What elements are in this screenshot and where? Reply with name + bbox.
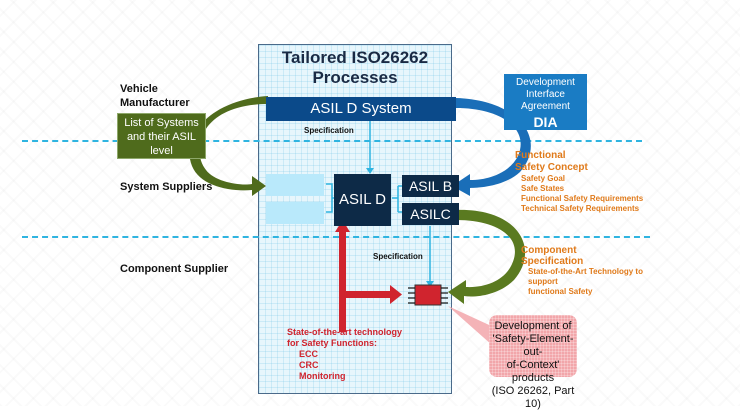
list-box-line: List of Systems [124,117,199,129]
component-specification: Component Specification State-of-the-Art… [521,245,643,297]
specification-label-top: Specification [304,126,354,135]
red-arrowhead-up [335,220,350,232]
cs-heading-line2: Specification [521,256,584,267]
callout-line: of-Context' products [506,359,560,384]
chip-icon [408,284,448,306]
dia-box: Development Interface Agreement DIA [504,74,587,130]
component-supplier-label: Component Supplier [120,263,229,275]
sf-item: Monitoring [299,371,346,381]
spec-arrowhead-top [366,168,374,174]
vehicle-manufacturer-line2: Manufacturer [120,97,190,109]
callout-line: 'Safety-Element-out- [492,333,574,358]
callout-line: Development of [494,320,572,332]
asil-c-box: ASILC [402,203,459,225]
sf-item: ECC [299,349,319,359]
list-box-line: level [150,145,173,157]
seooc-callout: Development of 'Safety-Element-out- of-C… [489,315,577,410]
callout-line: (ISO 26262, Part 10) [491,385,575,410]
panel-title-line2: Processes [312,68,398,87]
sf-heading-line2: for Safety Functions: [287,338,378,348]
system-suppliers-label: System Suppliers [120,181,213,193]
panel-title: Tailored ISO26262 Processes [258,48,452,88]
functional-safety-concept: Functional Safety Concept Safety Goal Sa… [515,150,643,214]
vehicle-manufacturer-line1: Vehicle [120,83,158,95]
subsystem-box-2 [266,202,324,224]
fsc-item: Technical Safety Requirements [521,204,640,213]
green-arrow-right [448,209,526,304]
sf-heading-line1: State-of-the-art technology [287,327,403,337]
separator-line-top [22,140,642,142]
cs-heading-line1: Component [521,245,577,256]
subsystem-box-1 [266,174,324,196]
fsc-heading-line2: Safety Concept [515,162,588,173]
asil-d-box: ASIL D [334,174,391,226]
red-arrowhead-right [390,285,402,304]
panel-title-line1: Tailored ISO26262 [281,48,429,67]
callout-pointer [448,306,500,345]
asil-b-box: ASIL B [402,175,459,197]
specification-label-bottom: Specification [373,252,423,261]
dia-line: Agreement [521,101,570,112]
fsc-item: Safe States [521,184,565,193]
dia-line: Interface [526,89,565,100]
fsc-item: Safety Goal [521,174,566,183]
fsc-item: Functional Safety Requirements [521,194,644,203]
cs-item: functional Safety [528,287,593,296]
separator-line-bottom [22,236,650,238]
safety-functions: State-of-the-art technology for Safety F… [287,327,402,382]
vehicle-manufacturer-label: Vehicle Manufacturer [120,82,190,110]
cs-item: support [528,277,558,286]
dia-acronym: DIA [533,114,558,130]
fsc-heading-line1: Functional [515,150,566,161]
sf-item: CRC [299,360,319,370]
spec-arrowhead-bottom [426,281,434,287]
list-of-systems-box: List of Systems and their ASIL level [117,113,206,159]
list-box-line: and their ASIL [126,131,197,143]
cs-item: State-of-the-Art Technology to [528,267,643,276]
dia-line: Development [516,77,575,88]
green-arrow-left [189,96,268,196]
asil-d-system-bar: ASIL D System [266,97,456,121]
